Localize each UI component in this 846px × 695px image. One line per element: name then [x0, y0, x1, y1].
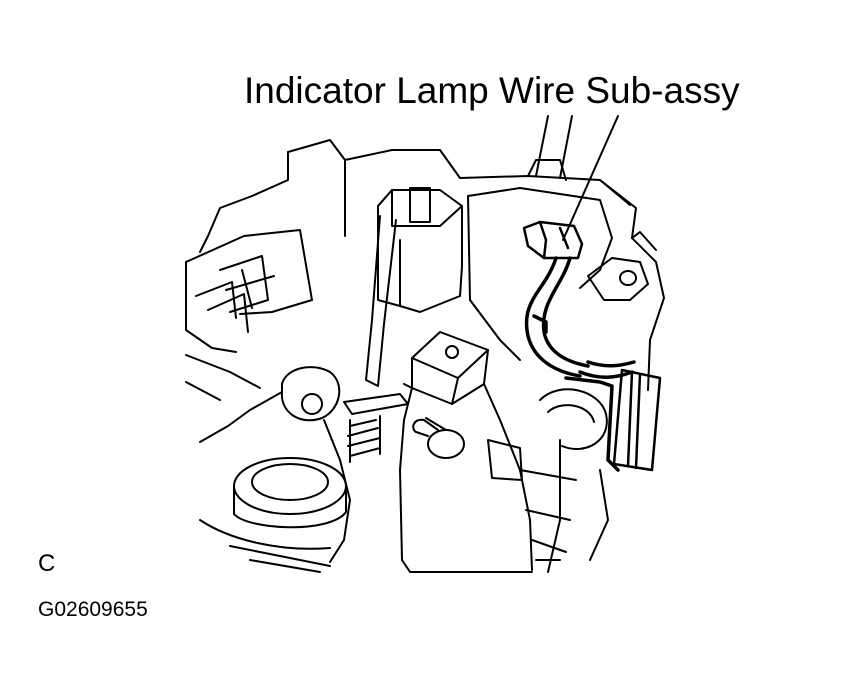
pivot-boss-left [199, 366, 351, 563]
callout-label: Indicator Lamp Wire Sub-assy [244, 70, 740, 111]
housing-outline [199, 139, 665, 391]
switch-housing [487, 257, 649, 573]
bushing [199, 457, 347, 567]
wire-connector-right [612, 368, 662, 472]
lever-block [399, 331, 533, 571]
vent-fins [185, 229, 313, 401]
figure-code: G02609655 [38, 598, 148, 621]
wire-connector-top [522, 220, 584, 260]
lower-frame [249, 559, 561, 573]
indicator-lamp-wire [524, 256, 636, 472]
view-letter: C [38, 550, 56, 577]
spring [343, 393, 409, 463]
cylinder-pin [412, 417, 465, 459]
connector-tower [365, 187, 463, 387]
rear-cover [467, 187, 613, 361]
